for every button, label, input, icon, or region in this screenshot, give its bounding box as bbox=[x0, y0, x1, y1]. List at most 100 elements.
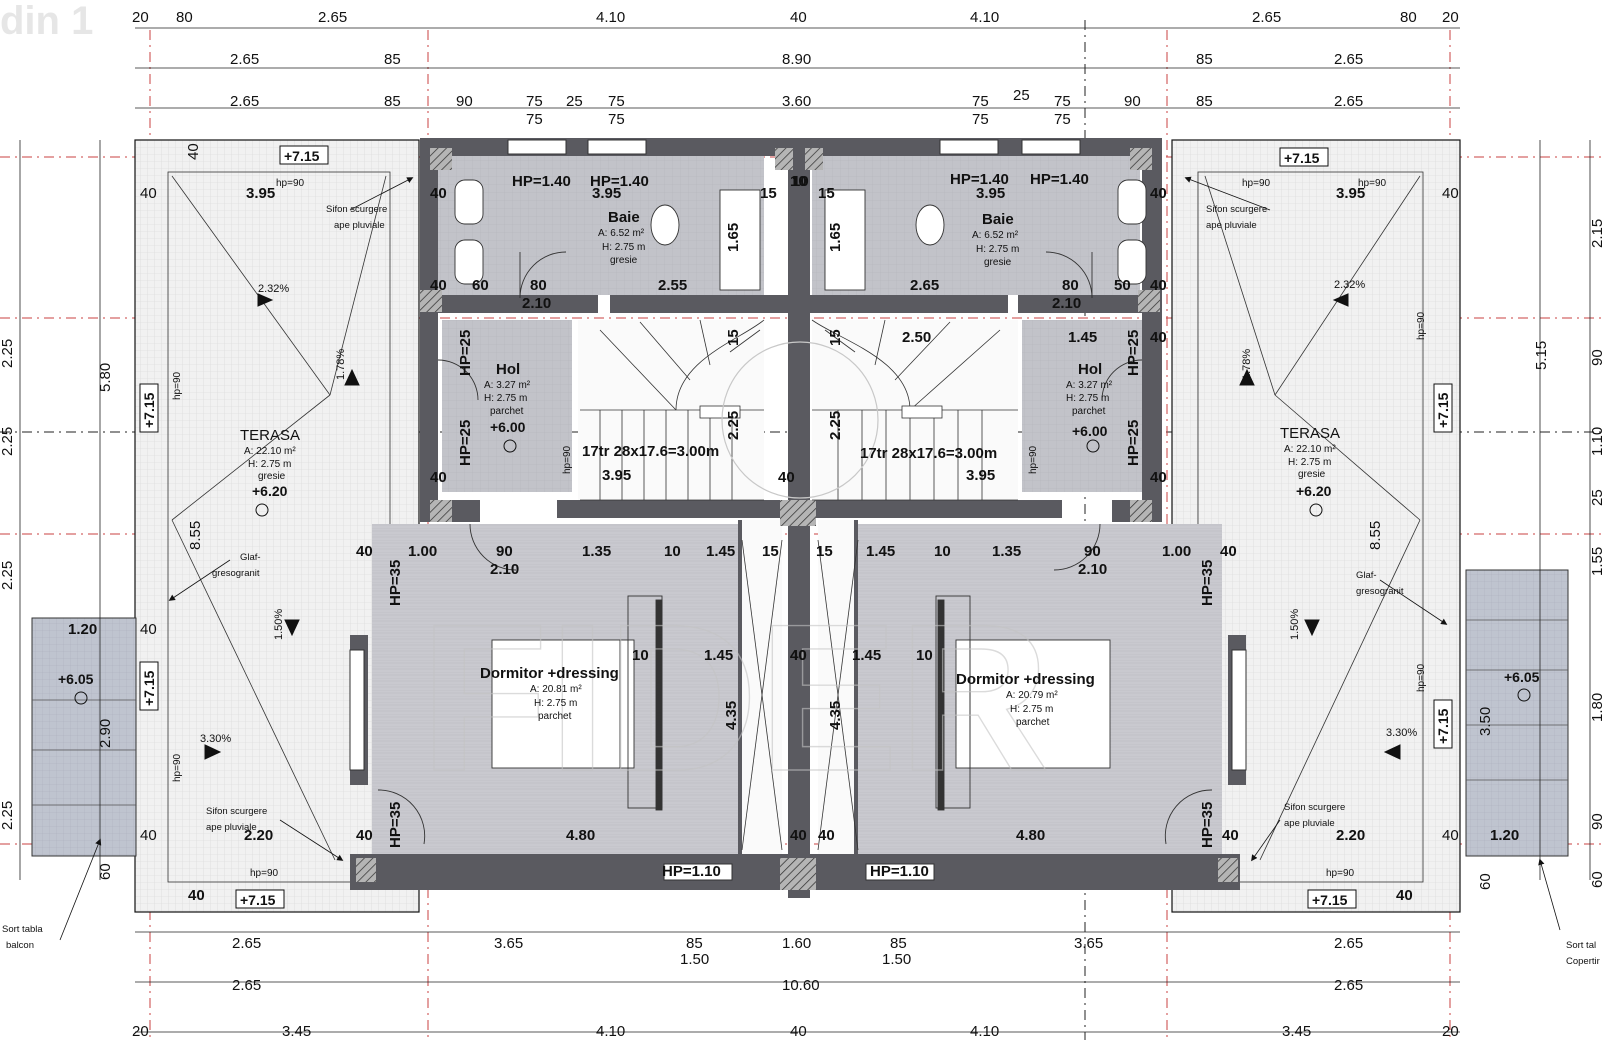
dim-label: 1.20 bbox=[68, 621, 97, 638]
hp-label: HP=25 bbox=[457, 330, 474, 376]
level-markers bbox=[74, 145, 1531, 909]
room-area: A: 3.27 m² bbox=[1066, 380, 1113, 391]
room-area: A: 22.10 m² bbox=[244, 446, 296, 457]
fixtures bbox=[454, 179, 1147, 811]
hp-label: HP=1.10 bbox=[662, 863, 721, 880]
windows bbox=[349, 139, 1247, 881]
dim-label: 2.50 bbox=[902, 329, 931, 346]
dim-label: 2.25 bbox=[725, 411, 742, 440]
hp-label: HP=25 bbox=[1125, 420, 1142, 466]
dim-label: 90 bbox=[1124, 93, 1141, 110]
dim-label: 10 bbox=[790, 173, 807, 190]
terrace-left bbox=[134, 139, 420, 913]
room-baie-right: Baie A: 6.52 m² H: 2.75 m gresie bbox=[972, 211, 1019, 268]
watermark-logo bbox=[721, 341, 879, 499]
room-area: A: 6.52 m² bbox=[598, 228, 645, 239]
dim-label: 80 bbox=[1062, 277, 1079, 294]
room-area: A: 3.27 m² bbox=[484, 380, 531, 391]
dim-label: 1.00 bbox=[408, 543, 437, 560]
dim-label: 10 bbox=[916, 647, 933, 664]
room-area: A: 20.79 m² bbox=[1006, 690, 1058, 701]
room-hol-left: Hol A: 3.27 m² H: 2.75 m parchet bbox=[484, 361, 531, 417]
level-label: +7.15 bbox=[141, 670, 157, 706]
slope-label: 1.50% bbox=[273, 609, 285, 640]
dim-label: 2.20 bbox=[1336, 827, 1365, 844]
room-name: Hol bbox=[1078, 361, 1102, 378]
interior-dims-hol-right: 2.50 1.45 3.95 2.25 15 40 40 bbox=[827, 329, 1167, 486]
dim-label: 80 bbox=[176, 9, 193, 26]
dim-label: 80 bbox=[530, 277, 547, 294]
dim-label: 8.90 bbox=[782, 51, 811, 68]
room-dormitor-left: Dormitor +dressing A: 20.81 m² H: 2.75 m… bbox=[480, 665, 619, 722]
room-name: TERASA bbox=[1280, 425, 1340, 442]
dims-top-row2: 2.65 85 8.90 85 2.65 bbox=[230, 51, 1363, 68]
room-hol-right: Hol A: 3.27 m² H: 2.75 m parchet bbox=[1066, 361, 1113, 417]
dim-label: 85 bbox=[384, 51, 401, 68]
dim-label: 1.60 bbox=[782, 935, 811, 952]
dim-label: 40 bbox=[140, 185, 157, 202]
dim-label: 2.10 bbox=[1078, 561, 1107, 578]
room-name: Baie bbox=[982, 211, 1014, 228]
dim-label: 40 bbox=[778, 469, 795, 486]
dim-label: 4.10 bbox=[970, 1023, 999, 1040]
dim-label: 3.45 bbox=[1282, 1023, 1311, 1040]
hp-label: hp=90 bbox=[172, 753, 183, 782]
balcony-right bbox=[1465, 569, 1569, 857]
dim-label: 2.65 bbox=[1334, 93, 1363, 110]
dim-label: 2.15 bbox=[1589, 219, 1606, 248]
annotation-leaders bbox=[59, 176, 1561, 941]
dim-label: 2.65 bbox=[910, 277, 939, 294]
slope-label: 1.50% bbox=[1289, 609, 1301, 640]
dim-label: 1.50 bbox=[680, 951, 709, 968]
annotation-text: Sifon scurgere bbox=[1284, 802, 1345, 813]
dims-top-row3: 2.65 85 90 75 25 75 3.60 75 25 75 90 85 … bbox=[230, 87, 1363, 128]
dim-label: 75 bbox=[1054, 93, 1071, 110]
dim-label: 15 bbox=[725, 329, 742, 346]
annotation-text: ape pluviale bbox=[1284, 818, 1335, 829]
balcony-left bbox=[31, 617, 137, 857]
dim-label: 75 bbox=[608, 93, 625, 110]
hp-label: HP=1.40 bbox=[950, 171, 1009, 188]
dims-left: 2.25 2.25 2.25 2.25 5.80 8.55 2.90 60 40… bbox=[0, 143, 204, 880]
room-height: H: 2.75 m bbox=[1066, 393, 1109, 404]
dim-label: 25 bbox=[1013, 87, 1030, 104]
dim-label: 40 bbox=[1150, 277, 1167, 294]
room-height: H: 2.75 m bbox=[484, 393, 527, 404]
dim-label: 3.65 bbox=[1074, 935, 1103, 952]
level-label: +6.20 bbox=[1296, 483, 1332, 499]
dim-label: 40 bbox=[790, 827, 807, 844]
dim-label: 1.35 bbox=[582, 543, 611, 560]
hp-label: HP=1.40 bbox=[512, 173, 571, 190]
dim-label: 1.45 bbox=[706, 543, 735, 560]
dim-label: 60 bbox=[1477, 873, 1494, 890]
annotation-text: Sifon scurgere bbox=[206, 806, 267, 817]
dim-label: 40 bbox=[1150, 469, 1167, 486]
room-height: H: 2.75 m bbox=[1288, 457, 1331, 468]
hp-label: hp=90 bbox=[1416, 311, 1427, 340]
dim-label: 90 bbox=[496, 543, 513, 560]
slope-label: 1.78% bbox=[335, 349, 347, 380]
slope-label: 3.30% bbox=[200, 733, 231, 745]
dim-label: 15 bbox=[827, 329, 844, 346]
annotation-text: gresogranit bbox=[212, 568, 260, 579]
dim-label: 1.35 bbox=[992, 543, 1021, 560]
dim-label: 85 bbox=[1196, 93, 1213, 110]
dim-label: 40 bbox=[790, 647, 807, 664]
hp-label: hp=90 bbox=[1326, 868, 1355, 879]
dim-label: 1.50 bbox=[882, 951, 911, 968]
room-finish: parchet bbox=[1016, 717, 1050, 728]
dim-label: 4.35 bbox=[827, 701, 844, 730]
interior-dims-bath-right: 3.95 80 50 2.65 2.10 1.65 40 40 15 10 bbox=[792, 173, 1167, 312]
dim-label: 2.25 bbox=[827, 411, 844, 440]
dim-label: 75 bbox=[526, 93, 543, 110]
dim-label: 4.10 bbox=[596, 9, 625, 26]
dim-label: 75 bbox=[526, 111, 543, 128]
hp-label: HP=35 bbox=[1199, 802, 1216, 848]
dim-label: 50 bbox=[1114, 277, 1131, 294]
dim-label: 5.80 bbox=[97, 363, 114, 392]
stair-label: 17tr 28x17.6=3.00m bbox=[582, 443, 719, 460]
dim-label: 2.65 bbox=[232, 935, 261, 952]
hp-label: hp=90 bbox=[1028, 445, 1039, 474]
dim-label: 15 bbox=[762, 543, 779, 560]
